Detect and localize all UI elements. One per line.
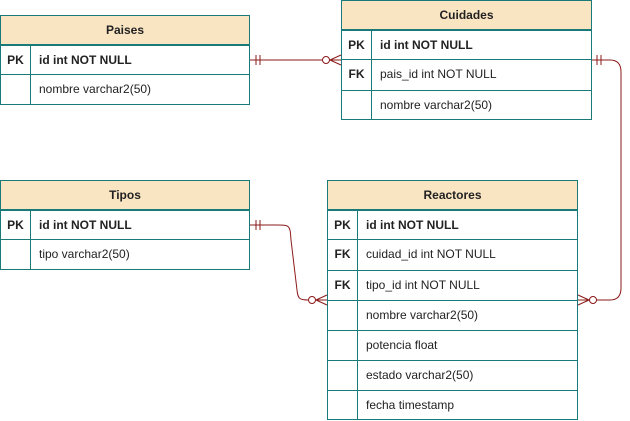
entity-title: Paises (1, 16, 249, 45)
many-marker (329, 54, 342, 61)
many-marker (315, 299, 328, 306)
table-row[interactable]: PK id int NOT NULL (1, 210, 249, 240)
table-row[interactable]: FK pais_id int NOT NULL (342, 60, 591, 90)
zero-marker (322, 56, 330, 64)
entity-paises[interactable]: Paises PK id int NOT NULL nombre varchar… (0, 15, 250, 105)
key-cell: FK (328, 240, 358, 270)
table-row[interactable]: potencia float (328, 330, 577, 360)
field-cell: cuidad_id int NOT NULL (366, 247, 496, 261)
key-cell: FK (328, 271, 358, 300)
table-row[interactable]: PK id int NOT NULL (1, 45, 249, 75)
field-cell: nombre varchar2(50) (380, 98, 493, 112)
many-marker (315, 294, 328, 301)
field-cell: fecha timestamp (366, 398, 455, 412)
field-cell: potencia float (366, 338, 438, 352)
relation-tipos-reactores (250, 224, 327, 301)
key-cell (328, 391, 358, 420)
field-cell: nombre varchar2(50) (366, 308, 479, 322)
table-row[interactable]: nombre varchar2(50) (328, 300, 577, 330)
zero-marker (589, 296, 597, 304)
key-cell (328, 331, 358, 360)
many-marker (577, 299, 590, 306)
field-cell: pais_id int NOT NULL (380, 67, 497, 81)
entity-tipos[interactable]: Tipos PK id int NOT NULL tipo varchar2(5… (0, 180, 250, 270)
field-cell: nombre varchar2(50) (39, 82, 152, 96)
entity-title: Cuidades (342, 1, 591, 30)
many-marker (329, 59, 342, 66)
table-row[interactable]: tipo varchar2(50) (1, 240, 249, 270)
key-cell (328, 361, 358, 390)
entity-reactores[interactable]: Reactores PK id int NOT NULL FK cuidad_i… (327, 180, 578, 420)
key-cell (342, 91, 372, 120)
entity-title: Reactores (328, 181, 577, 210)
table-row[interactable]: PK id int NOT NULL (342, 30, 591, 60)
relation-cuidades-reactores (578, 59, 622, 301)
table-row[interactable]: fecha timestamp (328, 390, 577, 420)
table-row[interactable]: nombre varchar2(50) (1, 75, 249, 105)
table-row[interactable]: nombre varchar2(50) (342, 90, 591, 120)
key-cell (1, 75, 31, 105)
field-cell: tipo_id int NOT NULL (366, 278, 480, 292)
key-cell: PK (1, 211, 31, 239)
key-cell: PK (1, 46, 31, 74)
key-cell: FK (342, 60, 372, 90)
table-row[interactable]: FK cuidad_id int NOT NULL (328, 240, 577, 270)
field-cell: estado varchar2(50) (366, 368, 474, 382)
key-cell: PK (342, 31, 372, 59)
many-marker (577, 294, 590, 301)
key-cell: PK (328, 211, 358, 239)
key-cell (328, 301, 358, 330)
field-cell: id int NOT NULL (380, 38, 473, 52)
field-cell: id int NOT NULL (366, 218, 459, 232)
zero-marker (308, 296, 316, 304)
entity-title: Tipos (1, 181, 249, 210)
key-cell (1, 240, 31, 270)
entity-cuidades[interactable]: Cuidades PK id int NOT NULL FK pais_id i… (341, 0, 592, 120)
table-row[interactable]: FK tipo_id int NOT NULL (328, 270, 577, 300)
field-cell: id int NOT NULL (39, 53, 132, 67)
field-cell: tipo varchar2(50) (39, 247, 130, 261)
field-cell: id int NOT NULL (39, 218, 132, 232)
table-row[interactable]: PK id int NOT NULL (328, 210, 577, 240)
table-row[interactable]: estado varchar2(50) (328, 360, 577, 390)
